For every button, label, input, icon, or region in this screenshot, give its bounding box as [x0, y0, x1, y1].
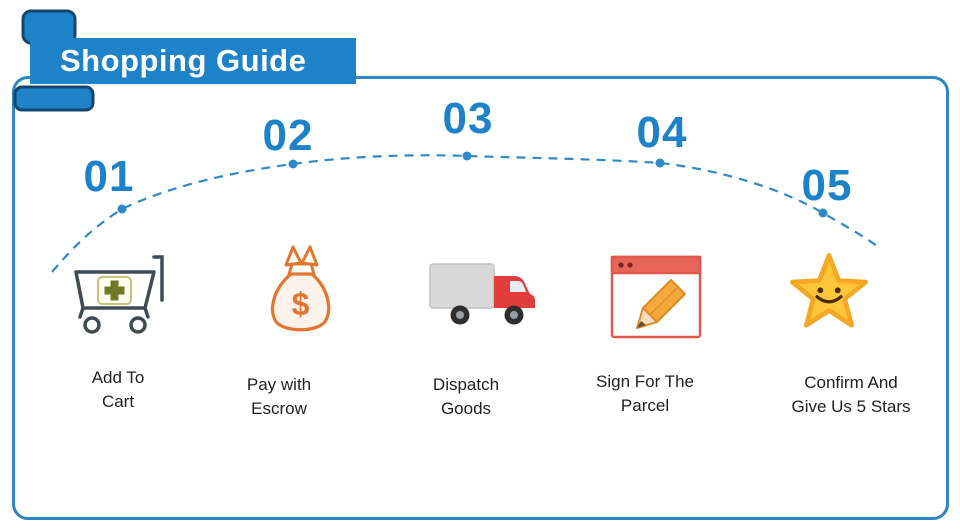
step-4-label: Sign For The Parcel — [565, 370, 725, 418]
step-1-number: 01 — [83, 152, 135, 201]
svg-text:$: $ — [292, 286, 310, 322]
step-4-label-line1: Sign For The — [596, 372, 694, 391]
step-3-label-line2: Goods — [440, 398, 492, 418]
scroll-bottom-roll — [13, 85, 95, 112]
timeline-dashed-path — [51, 154, 878, 273]
step-1-label-line1: Add To — [91, 368, 145, 387]
step-3-label-line1: Dispatch — [432, 375, 500, 394]
banner-band — [30, 38, 356, 84]
arc-dot-2 — [288, 159, 298, 169]
page-title: Shopping Guide — [60, 43, 307, 78]
step-3-number: 03 — [442, 94, 494, 143]
money-bag-icon: $ — [262, 243, 338, 344]
step-4-label-line2: Parcel — [620, 395, 670, 415]
step-2-label: Pay with Escrow — [199, 373, 359, 421]
arc-dot-4 — [655, 158, 665, 168]
step-5-label: Confirm And Give Us 5 Stars — [766, 371, 936, 419]
cart-plus-icon — [64, 250, 176, 345]
step-1-label-line2: Cart — [101, 391, 135, 411]
step-5-number: 05 — [801, 161, 853, 210]
arc-dot-5 — [818, 208, 828, 218]
delivery-truck-icon — [424, 256, 542, 341]
step-3-label: Dispatch Goods — [386, 373, 546, 421]
smiling-star-icon — [783, 248, 875, 345]
step-5-label-line2: Give Us 5 Stars — [791, 396, 911, 416]
sign-document-icon — [609, 254, 703, 345]
step-2-label-line1: Pay with — [246, 375, 312, 394]
step-4-number: 04 — [636, 108, 688, 157]
scroll-banner — [13, 9, 356, 112]
arc-dot-3 — [462, 151, 472, 161]
step-2-label-line2: Escrow — [251, 398, 307, 418]
step-2-number: 02 — [262, 111, 314, 160]
step-1-label: Add To Cart — [38, 366, 198, 414]
content-panel-border — [12, 76, 949, 520]
step-5-label-line1: Confirm And — [804, 373, 898, 392]
arc-dot-1 — [117, 204, 127, 214]
